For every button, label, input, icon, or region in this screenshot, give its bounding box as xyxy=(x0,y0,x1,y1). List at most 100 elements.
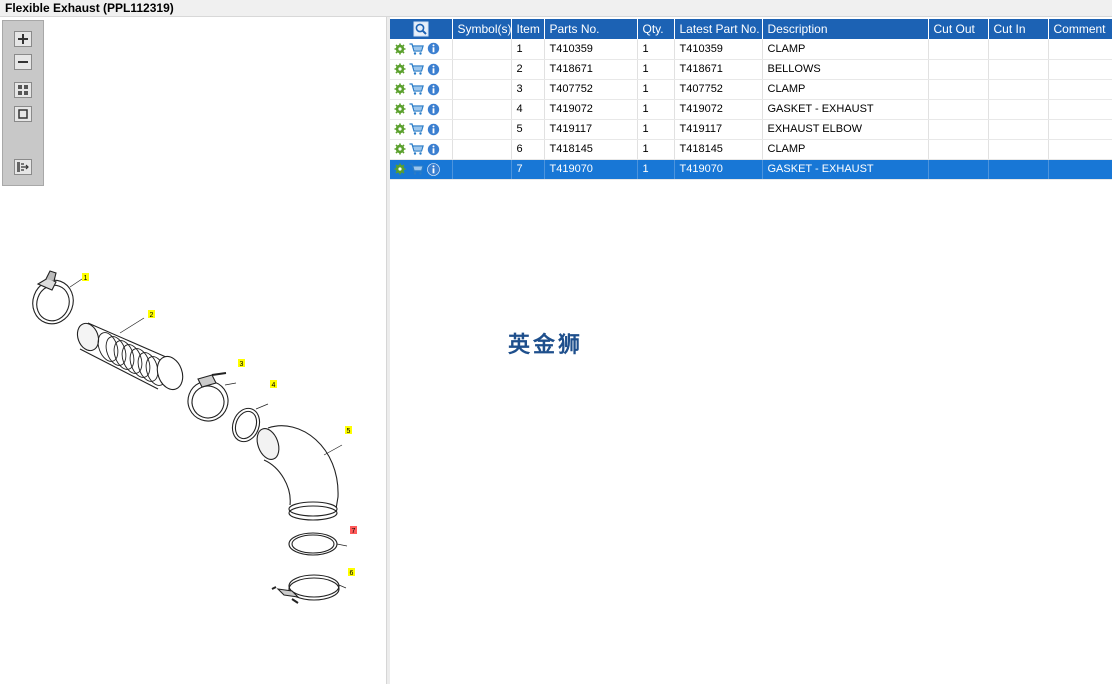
pane-splitter[interactable] xyxy=(387,17,390,684)
cart-icon[interactable] xyxy=(409,83,424,95)
cart-icon[interactable] xyxy=(409,143,424,155)
cart-icon[interactable] xyxy=(409,103,424,115)
row-actions xyxy=(390,79,453,100)
callout-1[interactable] xyxy=(82,273,89,281)
column-header-description[interactable]: Description xyxy=(762,19,929,39)
gear-icon[interactable] xyxy=(394,43,406,55)
fit-view-button[interactable] xyxy=(14,82,32,98)
cell-symbols xyxy=(452,39,512,60)
gear-icon[interactable] xyxy=(394,103,406,115)
table-row[interactable]: 3 T407752 1 T407752 CLAMP xyxy=(390,79,1112,100)
cell-item: 6 xyxy=(511,139,545,160)
info-icon[interactable] xyxy=(427,82,440,96)
table-row[interactable]: 5 T419117 1 T419117 EXHAUST ELBOW xyxy=(390,119,1112,140)
cell-comment xyxy=(1048,59,1112,80)
cell-item: 2 xyxy=(511,59,545,80)
callout-7[interactable] xyxy=(350,526,357,534)
cart-icon[interactable] xyxy=(409,123,424,135)
row-actions xyxy=(390,39,453,60)
table-row[interactable]: 4 T419072 1 T419072 GASKET - EXHAUST xyxy=(390,99,1112,120)
zoom-in-button[interactable] xyxy=(14,31,32,47)
gear-icon[interactable] xyxy=(394,143,406,155)
cell-description: BELLOWS xyxy=(762,59,929,80)
callout-7-label: 7 xyxy=(352,528,356,535)
info-icon[interactable] xyxy=(427,42,440,56)
part-6-clamp xyxy=(271,574,347,604)
window-title: Flexible Exhaust (PPL112319) xyxy=(0,0,1112,17)
cell-latest-part-no: T407752 xyxy=(674,79,763,100)
cell-comment xyxy=(1048,159,1112,180)
cell-latest-part-no: T410359 xyxy=(674,39,763,60)
column-header-comment[interactable]: Comment xyxy=(1048,19,1112,39)
table-header-row: Symbol(s) Item Parts No. Qty. Latest Par… xyxy=(390,19,1112,39)
column-header-cut-in[interactable]: Cut In xyxy=(988,19,1049,39)
diagram-pane[interactable]: 1 2 3 4 5 7 6 xyxy=(0,17,387,684)
cell-cut-in xyxy=(988,119,1049,140)
cart-icon[interactable] xyxy=(409,63,424,75)
callout-3[interactable] xyxy=(238,359,245,367)
column-header-search[interactable] xyxy=(390,19,453,39)
callout-5[interactable] xyxy=(345,426,352,434)
cell-description: CLAMP xyxy=(762,139,929,160)
cell-item: 1 xyxy=(511,39,545,60)
gear-icon[interactable] xyxy=(394,83,406,95)
column-header-symbols[interactable]: Symbol(s) xyxy=(452,19,512,39)
column-header-qty[interactable]: Qty. xyxy=(637,19,675,39)
callout-6-label: 6 xyxy=(350,570,354,577)
cell-latest-part-no: T418671 xyxy=(674,59,763,80)
cell-qty: 1 xyxy=(637,139,675,160)
cell-item: 3 xyxy=(511,79,545,100)
gear-icon[interactable] xyxy=(394,163,406,175)
cart-icon[interactable] xyxy=(409,163,424,175)
row-actions xyxy=(390,99,453,120)
callout-6[interactable] xyxy=(348,568,355,576)
table-row[interactable]: 6 T418145 1 T418145 CLAMP xyxy=(390,139,1112,160)
cell-parts-no: T418671 xyxy=(544,59,638,80)
cell-description: GASKET - EXHAUST xyxy=(762,159,929,180)
cell-symbols xyxy=(452,139,512,160)
cell-symbols xyxy=(452,59,512,80)
table-row[interactable]: 1 T410359 1 T410359 CLAMP xyxy=(390,39,1112,60)
zoom-out-button[interactable] xyxy=(14,54,32,70)
cell-description: CLAMP xyxy=(762,79,929,100)
callout-2[interactable] xyxy=(148,310,155,318)
row-actions xyxy=(390,119,453,140)
gear-icon[interactable] xyxy=(394,123,406,135)
info-icon[interactable] xyxy=(427,122,440,136)
exploded-parts-diagram[interactable]: 1 2 3 4 5 7 6 xyxy=(0,17,387,684)
column-header-latest-part-no[interactable]: Latest Part No. xyxy=(674,19,763,39)
grid-icon xyxy=(18,85,28,95)
cell-parts-no: T419072 xyxy=(544,99,638,120)
cell-comment xyxy=(1048,99,1112,120)
cell-parts-no: T418145 xyxy=(544,139,638,160)
cell-cut-in xyxy=(988,139,1049,160)
cell-qty: 1 xyxy=(637,99,675,120)
parts-table: Symbol(s) Item Parts No. Qty. Latest Par… xyxy=(390,19,1112,180)
part-2-bellows xyxy=(76,317,184,391)
info-icon[interactable] xyxy=(427,142,440,156)
export-icon xyxy=(17,162,29,172)
gear-icon[interactable] xyxy=(394,63,406,75)
column-header-parts-no[interactable]: Parts No. xyxy=(544,19,638,39)
cell-symbols xyxy=(452,119,512,140)
cell-description: GASKET - EXHAUST xyxy=(762,99,929,120)
cell-qty: 1 xyxy=(637,119,675,140)
info-icon[interactable] xyxy=(427,102,440,116)
cell-comment xyxy=(1048,79,1112,100)
minus-icon xyxy=(18,61,28,63)
part-3-clamp xyxy=(187,372,237,422)
cell-cut-in xyxy=(988,99,1049,120)
cell-cut-out xyxy=(928,79,989,100)
callout-4[interactable] xyxy=(270,380,277,388)
callout-3-label: 3 xyxy=(240,361,244,368)
column-header-item[interactable]: Item xyxy=(511,19,545,39)
column-header-cut-out[interactable]: Cut Out xyxy=(928,19,989,39)
cell-latest-part-no: T418145 xyxy=(674,139,763,160)
info-icon[interactable] xyxy=(427,162,440,176)
actual-size-button[interactable] xyxy=(14,106,32,122)
cart-icon[interactable] xyxy=(409,43,424,55)
info-icon[interactable] xyxy=(427,62,440,76)
table-row[interactable]: 7 T419070 1 T419070 GASKET - EXHAUST xyxy=(390,159,1112,180)
table-row[interactable]: 2 T418671 1 T418671 BELLOWS xyxy=(390,59,1112,80)
export-button[interactable] xyxy=(14,159,32,175)
